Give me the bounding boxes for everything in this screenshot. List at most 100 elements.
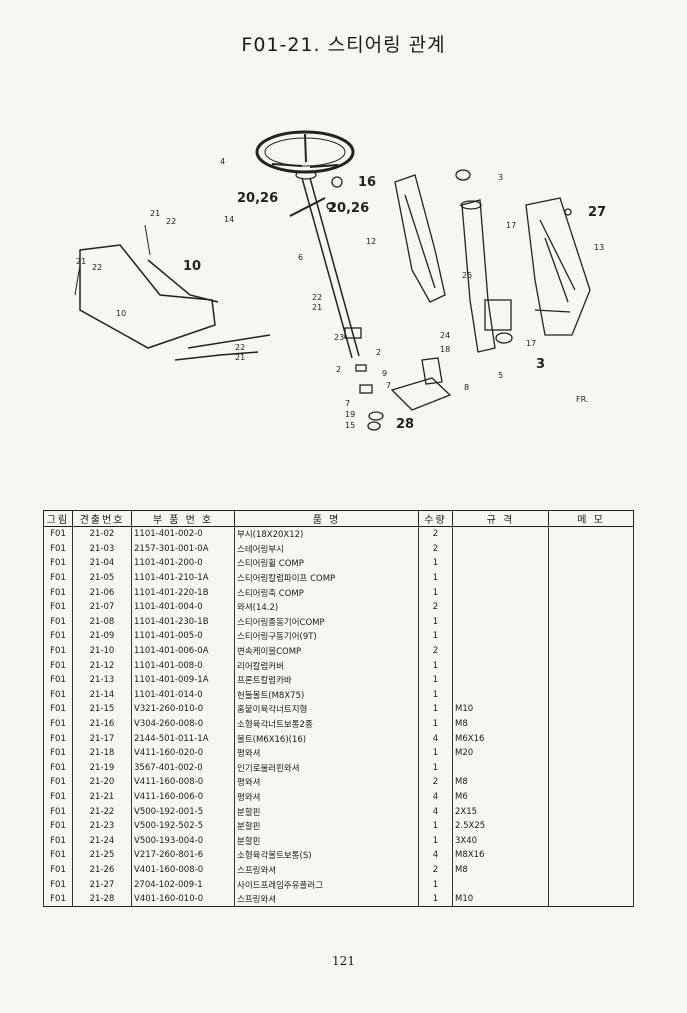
cell-spec: M10 (452, 891, 549, 908)
svg-text:3: 3 (536, 357, 545, 372)
cell-index-no: 21-09 (72, 629, 132, 644)
cell-part-name: 스테어링부시 (234, 541, 419, 557)
svg-text:20,26: 20,26 (328, 201, 369, 216)
cell-memo (548, 877, 634, 892)
cell-spec (452, 643, 549, 659)
cell-memo (548, 833, 634, 849)
cell-index-no: 21-03 (72, 541, 132, 557)
svg-text:24: 24 (440, 331, 450, 340)
cell-quantity: 4 (418, 848, 453, 863)
cell-quantity: 1 (418, 629, 453, 644)
cell-quantity: 1 (418, 658, 453, 673)
cell-part-name: 헌들볼트(M8X75) (234, 687, 419, 703)
cell-figure: F01 (43, 599, 73, 615)
cell-index-no: 21-07 (72, 599, 132, 615)
cell-memo (548, 570, 634, 586)
cell-index-no: 21-02 (72, 526, 132, 542)
svg-text:23: 23 (334, 333, 344, 342)
cell-part-no: V217-260-801-6 (131, 848, 235, 863)
svg-text:3: 3 (498, 173, 503, 182)
cell-spec: M8 (452, 862, 549, 878)
cell-memo (548, 599, 634, 615)
svg-text:21: 21 (235, 353, 245, 362)
cell-figure: F01 (43, 716, 73, 732)
cell-part-name: 인기로울러핀와셔 (234, 760, 419, 776)
cell-figure: F01 (43, 556, 73, 571)
cell-figure: F01 (43, 760, 73, 776)
header-part-name: 품 명 (234, 510, 419, 527)
cell-part-no: 1101-401-014-0 (131, 687, 235, 703)
cell-figure: F01 (43, 643, 73, 659)
cell-index-no: 21-13 (72, 672, 132, 688)
cell-spec: M6X16 (452, 731, 549, 746)
cell-part-no: 1101-401-005-0 (131, 629, 235, 644)
cell-part-name: 평와셔 (234, 775, 419, 790)
cell-memo (548, 716, 634, 732)
cell-index-no: 21-04 (72, 556, 132, 571)
cell-quantity: 1 (418, 614, 453, 630)
header-part-no: 부 품 번 호 (131, 510, 235, 527)
cell-part-no: 1101-401-230-1B (131, 614, 235, 630)
cell-part-no: 1101-401-006-0A (131, 643, 235, 659)
cell-part-name: 볼트(M6X16)(16) (234, 731, 419, 746)
cell-figure: F01 (43, 702, 73, 717)
cell-part-no: 1101-401-200-0 (131, 556, 235, 571)
cell-part-no: V500-192-001-5 (131, 804, 235, 819)
cell-quantity: 1 (418, 833, 453, 849)
svg-text:7: 7 (345, 399, 350, 408)
cell-figure: F01 (43, 526, 73, 542)
cell-part-name: 사이드프레임주유플러그 (234, 877, 419, 892)
cell-part-name: 변속케이블COMP (234, 643, 419, 659)
cell-quantity: 1 (418, 585, 453, 600)
cell-spec: M20 (452, 745, 549, 761)
cell-part-no: 1101-401-009-1A (131, 672, 235, 688)
cell-part-name: 프론트칼럼카바 (234, 672, 419, 688)
cell-figure: F01 (43, 789, 73, 805)
cell-quantity: 2 (418, 862, 453, 878)
cell-spec (452, 760, 549, 776)
cell-part-no: 1101-401-210-1A (131, 570, 235, 586)
cell-index-no: 21-12 (72, 658, 132, 673)
cell-quantity: 2 (418, 526, 453, 542)
svg-text:16: 16 (358, 175, 376, 190)
cell-index-no: 21-18 (72, 745, 132, 761)
cell-quantity: 1 (418, 818, 453, 834)
cell-quantity: 1 (418, 877, 453, 892)
cell-memo (548, 614, 634, 630)
svg-text:14: 14 (224, 215, 234, 224)
cell-index-no: 21-15 (72, 702, 132, 717)
cell-figure: F01 (43, 585, 73, 600)
cell-memo (548, 643, 634, 659)
cell-index-no: 21-19 (72, 760, 132, 776)
cell-part-no: V304-260-008-0 (131, 716, 235, 732)
cell-index-no: 21-20 (72, 775, 132, 790)
cell-memo (548, 789, 634, 805)
cell-part-name: 평와셔 (234, 745, 419, 761)
cell-quantity: 1 (418, 556, 453, 571)
cell-part-name: 스티어링구동기어(9T) (234, 629, 419, 644)
cell-index-no: 21-27 (72, 877, 132, 892)
cell-part-no: V411-160-006-0 (131, 789, 235, 805)
cell-part-name: 분할핀 (234, 804, 419, 819)
cell-part-no: V401-160-008-0 (131, 862, 235, 878)
cell-spec (452, 599, 549, 615)
svg-text:6: 6 (298, 253, 303, 262)
callout-labels: 4 16 20,26 20,26 14 21 22 21 22 10 10 6 … (76, 157, 606, 432)
svg-text:22: 22 (235, 343, 245, 352)
svg-text:15: 15 (345, 421, 355, 430)
cell-spec (452, 556, 549, 571)
cell-part-name: 와셔(14.2) (234, 599, 419, 615)
cell-spec (452, 672, 549, 688)
svg-text:FR.: FR. (576, 395, 588, 404)
